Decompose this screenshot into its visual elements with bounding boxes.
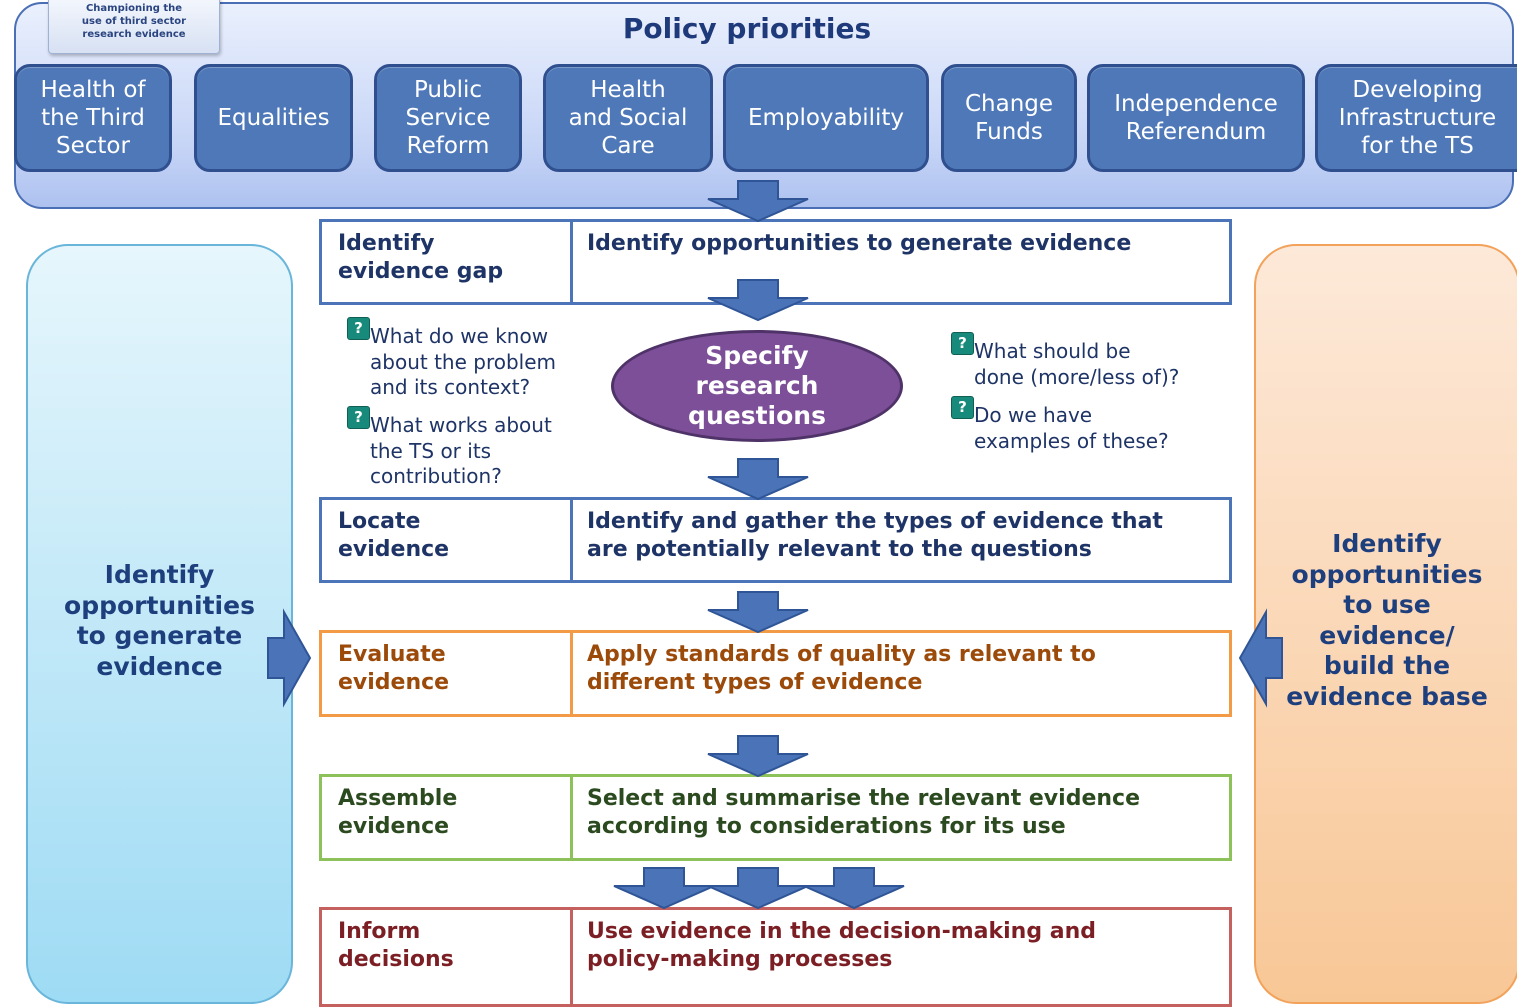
question-item: ? Do we have examples of these?: [951, 396, 1214, 454]
priority-health-of-third-sector: Health of the Third Sector: [14, 64, 172, 172]
step-label: Evaluate evidence: [322, 633, 573, 714]
priority-public-service-reform: Public Service Reform: [374, 64, 522, 172]
generate-evidence-panel-text: Identify opportunities to generate evide…: [64, 560, 255, 681]
question-mark-icon: ?: [347, 317, 370, 340]
question-mark-icon: ?: [347, 406, 370, 429]
step-label: Assemble evidence: [322, 777, 573, 858]
step-locate-evidence: Locate evidence Identify and gather the …: [319, 497, 1232, 583]
step-label: Inform decisions: [322, 910, 573, 1004]
step-label: Locate evidence: [322, 500, 573, 580]
step-evaluate-evidence: Evaluate evidence Apply standards of qua…: [319, 630, 1232, 717]
priority-health-social-care: Health and Social Care: [543, 64, 713, 172]
step-description: Identify and gather the types of evidenc…: [587, 509, 1163, 562]
priority-employability: Employability: [723, 64, 929, 172]
question-item: ? What do we know about the problem and …: [347, 317, 590, 401]
down-arrow-icon: [707, 279, 809, 322]
down-arrow-icon: [707, 591, 809, 634]
step-description: Apply standards of quality as relevant t…: [587, 642, 1096, 695]
question-text: What should be done (more/less of)?: [974, 339, 1180, 389]
question-item: ? What works about the TS or its contrib…: [347, 406, 590, 490]
down-arrow-icon: [613, 867, 715, 910]
priority-developing-infrastructure: Developing Infrastructure for the TS: [1315, 64, 1517, 172]
down-arrow-icon: [707, 180, 809, 223]
use-evidence-panel: [1254, 244, 1517, 1004]
question-mark-icon: ?: [951, 332, 974, 355]
step-description: Use evidence in the decision-making and …: [587, 919, 1096, 972]
down-arrow-icon: [707, 458, 809, 501]
banner-title: Policy priorities: [622, 12, 872, 45]
question-text: Do we have examples of these?: [974, 403, 1169, 453]
use-evidence-panel-text: Identify opportunities to use evidence/ …: [1286, 529, 1488, 711]
down-arrow-icon: [803, 867, 905, 910]
left-arrow-icon: [1238, 608, 1283, 708]
specify-research-questions-ellipse: Specify research questions: [611, 330, 903, 442]
step-assemble-evidence: Assemble evidence Select and summarise t…: [319, 774, 1232, 861]
question-text: What works about the TS or its contribut…: [370, 413, 552, 488]
step-inform-decisions: Inform decisions Use evidence in the dec…: [319, 907, 1232, 1007]
down-arrow-icon: [707, 735, 809, 778]
step-description: Identify opportunities to generate evide…: [587, 231, 1132, 256]
down-arrow-icon: [707, 867, 809, 910]
priority-independence-referendum: Independence Referendum: [1087, 64, 1305, 172]
question-text: What do we know about the problem and it…: [370, 324, 556, 399]
step-description: Select and summarise the relevant eviden…: [587, 786, 1140, 839]
question-item: ? What should be done (more/less of)?: [951, 332, 1214, 390]
priority-change-funds: Change Funds: [941, 64, 1077, 172]
generate-evidence-panel: [26, 244, 293, 1004]
priority-equalities: Equalities: [194, 64, 353, 172]
right-arrow-icon: [267, 608, 312, 708]
question-mark-icon: ?: [951, 396, 974, 419]
logo: Championing the use of third sector rese…: [48, 0, 220, 54]
step-label: Identify evidence gap: [322, 222, 573, 302]
